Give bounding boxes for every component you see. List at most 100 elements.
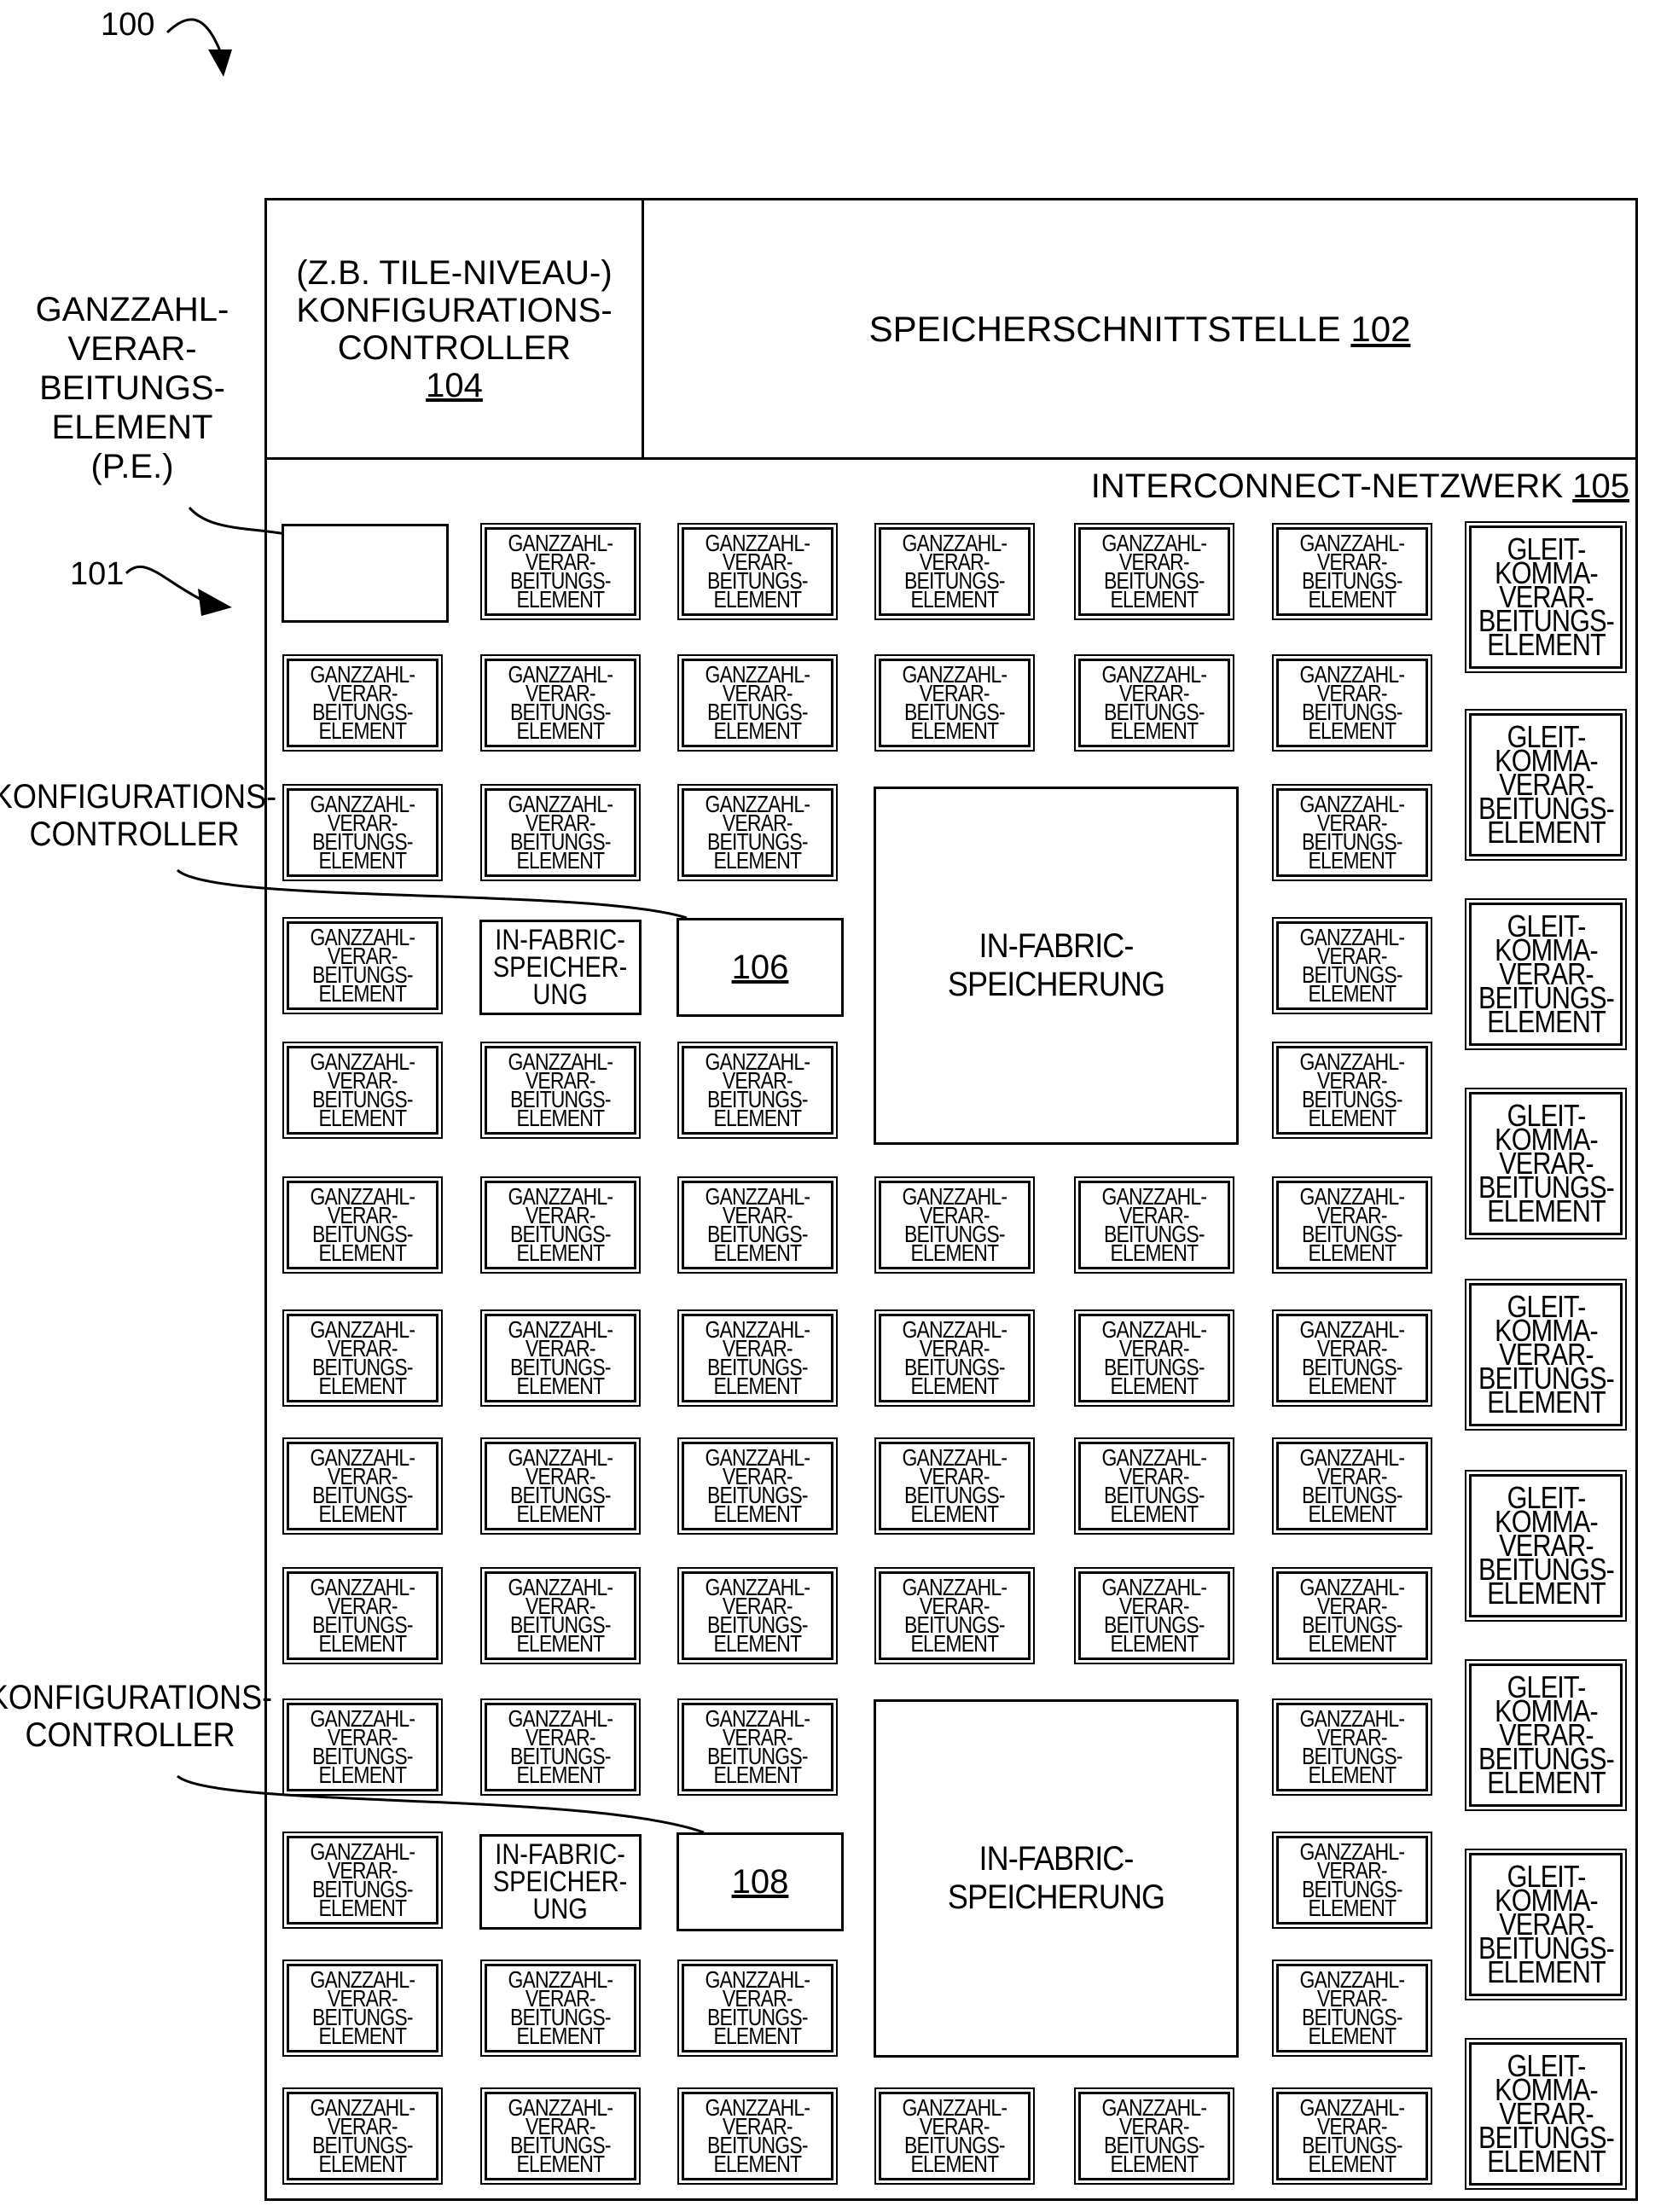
integer-pe-r12-c1-line-1: GANZZAHL-: [508, 2094, 614, 2121]
float-pe-1-line-3: VERAR-: [1498, 579, 1594, 614]
in-fabric-storage-large-1: IN-FABRIC-SPEICHERUNG: [874, 787, 1239, 1145]
integer-pe-r6-c1-line-1: GANZZAHL-: [508, 1316, 614, 1343]
integer-pe-r4-c5-line-3: BEITUNGS-: [1302, 1086, 1402, 1112]
in-fabric-small-1-line-2: SPEICHER-: [493, 951, 628, 984]
integer-pe-r2-c2: GANZZAHL-VERAR-BEITUNGS-ELEMENT: [677, 784, 838, 881]
integer-pe-r5-c5-line-2: VERAR-: [1317, 1202, 1388, 1228]
integer-pe-r12-c3-line-3: BEITUNGS-: [904, 2132, 1005, 2158]
integer-pe-r6-c0-line-2: VERAR-: [328, 1335, 398, 1361]
integer-pe-r5-c5-line-1: GANZZAHL-: [1299, 1183, 1406, 1210]
integer-pe-r1-c1-line-2: VERAR-: [526, 680, 596, 706]
float-pe-4-line-5: ELEMENT: [1486, 1193, 1606, 1228]
integer-pe-r6-c2-line-1: GANZZAHL-: [705, 1316, 811, 1343]
integer-pe-r5-c0-line-4: ELEMENT: [318, 1240, 408, 1266]
integer-pe-r12-c5-line-4: ELEMENT: [1308, 2151, 1397, 2177]
integer-pe-r4-c1-line-2: VERAR-: [526, 1067, 596, 1094]
integer-pe-r9-c2-line-4: ELEMENT: [713, 1762, 803, 1788]
memory-interface: SPEICHERSCHNITTSTELLE 102: [644, 200, 1635, 457]
float-pe-5-line-1: GLEIT-: [1507, 1289, 1586, 1324]
integer-pe-r0-c2-line-3: BEITUNGS-: [707, 567, 808, 594]
integer-pe-r10-c0-line-3: BEITUNGS-: [312, 1876, 413, 1902]
in-fabric-storage-large-2: IN-FABRIC-SPEICHERUNG: [874, 1699, 1239, 2058]
integer-pe-r9-c0-line-2: VERAR-: [328, 1724, 398, 1750]
integer-pe-r12-c2: GANZZAHL-VERAR-BEITUNGS-ELEMENT: [677, 2087, 838, 2185]
float-pe-6: GLEIT-KOMMA-VERAR-BEITUNGS-ELEMENT: [1465, 1470, 1627, 1622]
integer-pe-r1-c4-line-3: BEITUNGS-: [1104, 699, 1205, 725]
tile-config-line-2: KONFIGURATIONS-: [296, 291, 613, 329]
integer-pe-r11-c1-line-1: GANZZAHL-: [508, 1966, 614, 1993]
integer-pe-r3-c5-line-2: VERAR-: [1317, 943, 1388, 969]
integer-pe-r8-c0: GANZZAHL-VERAR-BEITUNGS-ELEMENT: [282, 1567, 443, 1664]
float-pe-3-line-5: ELEMENT: [1486, 1004, 1606, 1039]
integer-pe-r6-c0: GANZZAHL-VERAR-BEITUNGS-ELEMENT: [282, 1309, 443, 1407]
integer-pe-r6-c5-line-2: VERAR-: [1317, 1335, 1388, 1361]
integer-pe-r9-c5-line-4: ELEMENT: [1308, 1762, 1397, 1788]
integer-pe-r9-c0-line-3: BEITUNGS-: [312, 1743, 413, 1769]
integer-pe-r2-c0-line-2: VERAR-: [328, 810, 398, 836]
integer-pe-r7-c4: GANZZAHL-VERAR-BEITUNGS-ELEMENT: [1074, 1437, 1234, 1535]
integer-pe-r4-c0: GANZZAHL-VERAR-BEITUNGS-ELEMENT: [282, 1042, 443, 1139]
integer-pe-r11-c0-line-4: ELEMENT: [318, 2023, 408, 2049]
float-pe-3: GLEIT-KOMMA-VERAR-BEITUNGS-ELEMENT: [1465, 898, 1627, 1050]
integer-pe-r6-c4-line-1: GANZZAHL-: [1101, 1316, 1208, 1343]
integer-pe-r11-c5-line-3: BEITUNGS-: [1302, 2004, 1402, 2030]
integer-pe-r12-c1-line-4: ELEMENT: [516, 2151, 606, 2177]
top-row-vertical-divider: [642, 198, 644, 459]
integer-pe-r3-c5-line-1: GANZZAHL-: [1299, 924, 1406, 950]
integer-pe-r8-c5-line-3: BEITUNGS-: [1302, 1611, 1402, 1638]
integer-pe-r1-c0-line-1: GANZZAHL-: [310, 661, 416, 688]
integer-pe-r1-c2-line-4: ELEMENT: [713, 717, 803, 744]
integer-pe-r4-c2-line-3: BEITUNGS-: [707, 1086, 808, 1112]
float-pe-3-line-2: KOMMA-: [1494, 932, 1599, 967]
integer-pe-r10-c0: GANZZAHL-VERAR-BEITUNGS-ELEMENT: [282, 1832, 443, 1929]
integer-pe-r9-c1-line-4: ELEMENT: [516, 1762, 606, 1788]
integer-pe-r0-c4-line-2: VERAR-: [1119, 549, 1190, 575]
integer-pe-r6-c1: GANZZAHL-VERAR-BEITUNGS-ELEMENT: [480, 1309, 641, 1407]
integer-pe-r4-c2-line-2: VERAR-: [723, 1067, 793, 1094]
config-106-ref: 106: [731, 948, 789, 986]
integer-pe-r5-c1-line-4: ELEMENT: [516, 1240, 606, 1266]
float-pe-7-line-3: VERAR-: [1498, 1717, 1594, 1752]
integer-pe-r7-c3: GANZZAHL-VERAR-BEITUNGS-ELEMENT: [874, 1437, 1035, 1535]
config-108-ref: 108: [731, 1862, 789, 1901]
integer-pe-r12-c2-line-4: ELEMENT: [713, 2151, 803, 2177]
float-pe-8-line-5: ELEMENT: [1486, 1954, 1606, 1989]
integer-pe-r3-c0-line-3: BEITUNGS-: [312, 961, 413, 988]
integer-pe-r9-c1-line-1: GANZZAHL-: [508, 1705, 614, 1732]
integer-pe-r6-c0-line-4: ELEMENT: [318, 1373, 408, 1399]
integer-pe-r7-c5-line-3: BEITUNGS-: [1302, 1482, 1402, 1508]
float-pe-2-line-5: ELEMENT: [1486, 815, 1606, 850]
integer-pe-r6-c2: GANZZAHL-VERAR-BEITUNGS-ELEMENT: [677, 1309, 838, 1407]
integer-pe-r11-c1: GANZZAHL-VERAR-BEITUNGS-ELEMENT: [480, 1959, 641, 2057]
integer-pe-r0-c2-line-1: GANZZAHL-: [705, 530, 811, 556]
integer-pe-r1-c3-line-4: ELEMENT: [910, 717, 1000, 744]
integer-pe-r12-c4: GANZZAHL-VERAR-BEITUNGS-ELEMENT: [1074, 2087, 1234, 2185]
integer-pe-r5-c1-line-1: GANZZAHL-: [508, 1183, 614, 1210]
in-fabric-large-1-label: IN-FABRIC-SPEICHERUNG: [947, 927, 1165, 1003]
integer-pe-r0-c5-line-1: GANZZAHL-: [1299, 530, 1406, 556]
integer-pe-r3-c0-line-2: VERAR-: [328, 943, 398, 969]
integer-pe-r5-c3-line-4: ELEMENT: [910, 1240, 1000, 1266]
arrow-101-line: [125, 565, 206, 603]
integer-pe-r0-c3-line-1: GANZZAHL-: [902, 530, 1008, 556]
integer-pe-r4-c0-line-4: ELEMENT: [318, 1105, 408, 1131]
integer-pe-r12-c0-line-1: GANZZAHL-: [310, 2094, 416, 2121]
integer-pe-r5-c4-line-2: VERAR-: [1119, 1202, 1190, 1228]
integer-pe-r1-c2: GANZZAHL-VERAR-BEITUNGS-ELEMENT: [677, 654, 838, 752]
float-pe-6-line-3: VERAR-: [1498, 1528, 1594, 1563]
integer-pe-r9-c2-line-3: BEITUNGS-: [707, 1743, 808, 1769]
integer-pe-r5-c3-line-2: VERAR-: [920, 1202, 990, 1228]
float-pe-9-line-2: KOMMA-: [1494, 2072, 1599, 2107]
integer-pe-r10-c5: GANZZAHL-VERAR-BEITUNGS-ELEMENT: [1272, 1832, 1432, 1929]
float-pe-9-line-1: GLEIT-: [1507, 2048, 1586, 2083]
integer-pe-r2-c1: GANZZAHL-VERAR-BEITUNGS-ELEMENT: [480, 784, 641, 881]
integer-pe-r6-c3-line-3: BEITUNGS-: [904, 1354, 1005, 1380]
integer-pe-r10-c0-line-1: GANZZAHL-: [310, 1838, 416, 1865]
integer-pe-r10-c5-line-3: BEITUNGS-: [1302, 1876, 1402, 1902]
callout-int-line-1: GANZZAHL-: [35, 291, 229, 328]
integer-pe-r0-c1-line-4: ELEMENT: [516, 586, 606, 613]
integer-pe-r6-c4-line-2: VERAR-: [1119, 1335, 1190, 1361]
integer-pe-r0-c2: GANZZAHL-VERAR-BEITUNGS-ELEMENT: [677, 523, 838, 620]
integer-pe-r4-c0-line-1: GANZZAHL-: [310, 1048, 416, 1075]
integer-pe-r8-c3-line-2: VERAR-: [920, 1593, 990, 1619]
